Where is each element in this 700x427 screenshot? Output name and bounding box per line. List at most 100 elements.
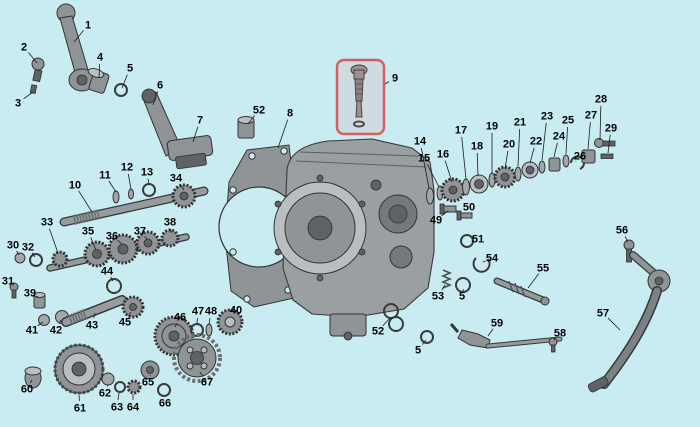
bushing-4 — [87, 67, 110, 94]
part-label-67: 67 — [201, 377, 213, 389]
part-label-23: 23 — [541, 111, 553, 123]
part-label-52: 52 — [372, 326, 384, 338]
part-label-31: 31 — [2, 276, 14, 288]
leader-line-67 — [199, 371, 204, 377]
part-label-38: 38 — [164, 217, 176, 229]
part-label-2: 2 — [21, 42, 27, 54]
part-label-13: 13 — [141, 167, 153, 179]
part-label-50: 50 — [463, 202, 475, 214]
leader-line-24 — [553, 142, 558, 158]
leader-line-36 — [117, 240, 123, 245]
part-label-30: 30 — [7, 240, 19, 252]
leader-line-48 — [208, 317, 211, 326]
part-label-60: 60 — [21, 384, 33, 396]
part-label-15: 15 — [418, 153, 430, 165]
shift-fork-59 — [449, 323, 563, 349]
leader-line-59 — [487, 328, 494, 337]
part-label-29: 29 — [605, 123, 617, 135]
part-label-65: 65 — [142, 377, 154, 389]
leader-line-25 — [565, 126, 568, 155]
part-label-62: 62 — [99, 388, 111, 400]
leader-line-56 — [624, 236, 629, 243]
part-label-48: 48 — [205, 306, 217, 318]
leader-line-42 — [58, 319, 62, 324]
part-label-20: 20 — [503, 139, 515, 151]
leader-line-44 — [110, 276, 114, 282]
part-label-39: 39 — [24, 288, 36, 300]
o-ring-51 — [460, 234, 474, 248]
part-label-6: 6 — [157, 80, 163, 92]
leader-line-41 — [37, 321, 44, 327]
leader-line-58 — [553, 338, 556, 341]
part-label-36: 36 — [106, 231, 118, 243]
part-label-42: 42 — [50, 325, 62, 337]
leader-line-45 — [128, 311, 132, 317]
leader-line-7 — [192, 126, 199, 143]
leader-line-52 — [247, 115, 255, 125]
part-label-7: 7 — [197, 115, 203, 127]
leader-line-46 — [174, 323, 178, 328]
clutch-assembly — [24, 343, 171, 397]
leader-line-63 — [117, 392, 120, 401]
leader-line-54 — [482, 260, 486, 263]
part-label-8: 8 — [287, 108, 293, 120]
part-label-35: 35 — [82, 226, 94, 238]
screw-49 — [439, 203, 457, 215]
leader-line-33 — [48, 228, 59, 254]
push-rod-55 — [493, 277, 550, 306]
sprocket-67 — [172, 333, 222, 383]
parts-layer — [9, 3, 671, 397]
leader-line-29 — [607, 134, 611, 154]
leader-line-10 — [78, 190, 93, 213]
bolt-31 — [9, 282, 19, 299]
o-ring-5c — [420, 330, 434, 344]
part-label-21: 21 — [514, 117, 526, 129]
leader-line-15 — [426, 164, 440, 188]
washer-30 — [14, 252, 26, 264]
leader-line-53 — [441, 284, 446, 291]
part-label-66: 66 — [159, 398, 171, 410]
leader-line-23 — [541, 122, 547, 161]
part-label-52: 52 — [253, 105, 265, 117]
part-label-34: 34 — [170, 173, 183, 185]
clutch-arm — [56, 3, 96, 92]
part-label-56: 56 — [616, 225, 628, 237]
pivot-bolt — [29, 57, 45, 95]
part-label-10: 10 — [69, 180, 81, 192]
part-label-28: 28 — [595, 94, 607, 106]
o-ring-5 — [114, 83, 128, 97]
part-label-26: 26 — [574, 151, 586, 163]
part-label-57: 57 — [597, 308, 609, 320]
part-label-46: 46 — [174, 312, 186, 324]
counter-shaft — [46, 228, 190, 272]
leader-line-43 — [93, 312, 96, 319]
leader-layer — [12, 30, 629, 402]
leader-line-11 — [108, 180, 117, 193]
leader-line-1 — [73, 30, 84, 43]
part-label-5: 5 — [415, 345, 421, 357]
leader-line-28 — [599, 105, 602, 141]
leader-line-34 — [179, 183, 185, 191]
part-label-4: 4 — [97, 52, 104, 64]
part-label-64: 64 — [127, 402, 140, 414]
part-label-44: 44 — [101, 266, 114, 278]
leader-line-49 — [441, 210, 449, 217]
main-shaft — [59, 183, 209, 227]
part-label-59: 59 — [491, 318, 503, 330]
leader-line-21 — [517, 128, 521, 167]
part-label-53: 53 — [432, 291, 444, 303]
leader-line-5 — [422, 339, 427, 345]
gear-washer-series — [426, 138, 616, 205]
leader-line-62 — [107, 384, 109, 387]
part-label-58: 58 — [554, 328, 566, 340]
leader-line-35 — [90, 237, 97, 251]
o-ring-5b — [455, 277, 471, 293]
part-label-17: 17 — [455, 125, 467, 137]
ring-44 — [106, 278, 122, 294]
leader-line-12 — [127, 173, 132, 190]
highlight-layer — [335, 58, 386, 136]
part-label-33: 33 — [41, 217, 53, 229]
